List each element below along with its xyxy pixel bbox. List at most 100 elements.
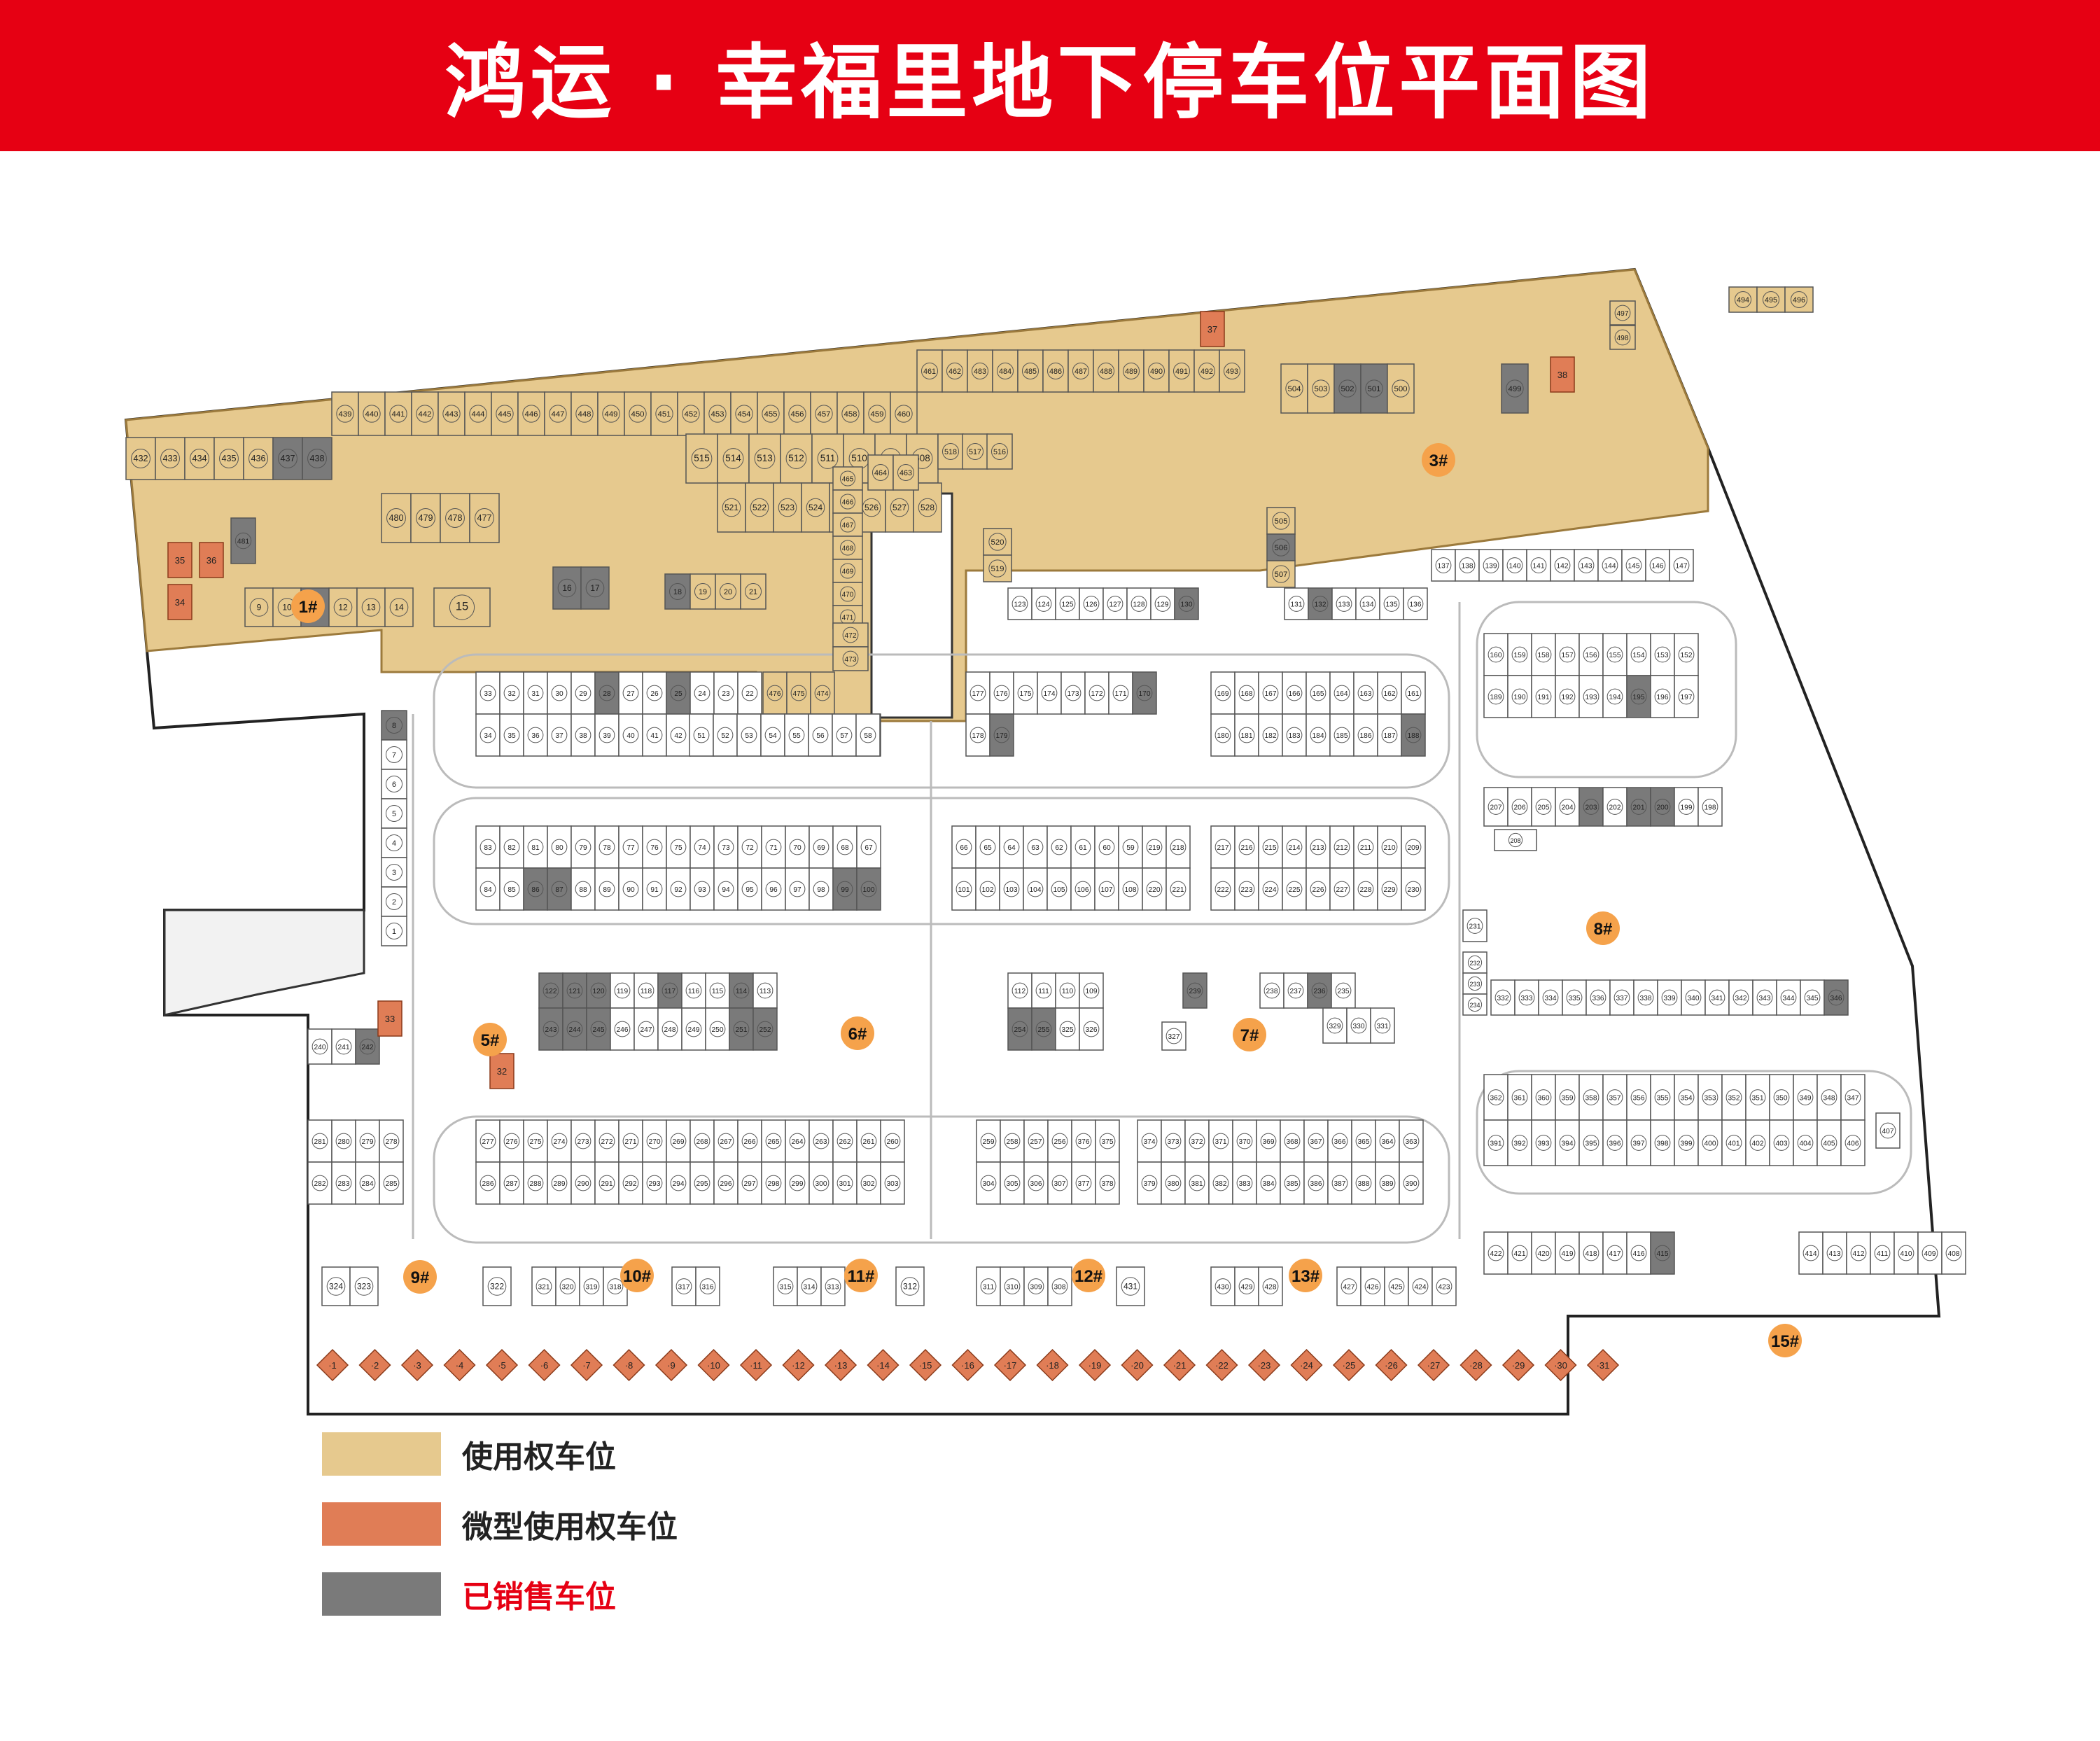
parking-spot-119[interactable]: 119 xyxy=(610,972,635,1009)
parking-spot-414[interactable]: 414 xyxy=(1798,1231,1823,1275)
parking-spot-63[interactable]: 63 xyxy=(1023,825,1048,869)
parking-spot-173[interactable]: 173 xyxy=(1060,671,1086,715)
parking-spot-345[interactable]: 345 xyxy=(1800,979,1825,1016)
parking-spot-249[interactable]: 249 xyxy=(681,1007,706,1051)
parking-spot-184[interactable]: 184 xyxy=(1306,713,1331,757)
parking-spot-338[interactable]: 338 xyxy=(1633,979,1658,1016)
micro-spot-13[interactable]: ·13 xyxy=(824,1348,858,1382)
parking-spot-160[interactable]: 160 xyxy=(1483,633,1508,676)
parking-spot-399[interactable]: 399 xyxy=(1674,1119,1699,1166)
parking-spot-424[interactable]: 424 xyxy=(1408,1266,1433,1306)
parking-spot-298[interactable]: 298 xyxy=(761,1161,786,1205)
parking-spot-398[interactable]: 398 xyxy=(1650,1119,1675,1166)
parking-spot-429[interactable]: 429 xyxy=(1234,1266,1259,1306)
parking-spot-215[interactable]: 215 xyxy=(1258,825,1283,869)
parking-spot-254[interactable]: 254 xyxy=(1007,1007,1032,1051)
parking-spot-248[interactable]: 248 xyxy=(657,1007,682,1051)
parking-spot-234[interactable]: 234 xyxy=(1462,993,1488,1016)
parking-spot-257[interactable]: 257 xyxy=(1023,1119,1049,1163)
parking-spot-296[interactable]: 296 xyxy=(713,1161,738,1205)
parking-spot-157[interactable]: 157 xyxy=(1555,633,1580,676)
parking-spot-394[interactable]: 394 xyxy=(1555,1119,1580,1166)
parking-spot-166[interactable]: 166 xyxy=(1282,671,1307,715)
parking-spot-274[interactable]: 274 xyxy=(547,1119,572,1163)
parking-spot-335[interactable]: 335 xyxy=(1562,979,1587,1016)
parking-spot-200[interactable]: 200 xyxy=(1650,787,1675,827)
parking-spot-331[interactable]: 331 xyxy=(1370,1007,1395,1044)
parking-spot-489[interactable]: 489 xyxy=(1118,349,1144,393)
parking-spot-164[interactable]: 164 xyxy=(1329,671,1354,715)
parking-spot-309[interactable]: 309 xyxy=(1023,1266,1049,1306)
parking-spot-512[interactable]: 512 xyxy=(780,433,813,484)
parking-spot-334[interactable]: 334 xyxy=(1538,979,1563,1016)
parking-spot-112[interactable]: 112 xyxy=(1007,972,1032,1009)
parking-spot-474[interactable]: 474 xyxy=(810,671,835,715)
micro-spot-2[interactable]: ·2 xyxy=(358,1348,391,1382)
parking-spot-81[interactable]: 81 xyxy=(523,825,548,869)
micro-spot-29[interactable]: ·29 xyxy=(1502,1348,1535,1382)
parking-spot-287[interactable]: 287 xyxy=(499,1161,524,1205)
parking-spot-443[interactable]: 443 xyxy=(438,391,465,436)
parking-spot-195[interactable]: 195 xyxy=(1626,675,1651,718)
parking-spot-314[interactable]: 314 xyxy=(797,1266,822,1306)
parking-spot-495[interactable]: 495 xyxy=(1756,286,1786,313)
parking-spot-519[interactable]: 519 xyxy=(983,554,1012,582)
parking-spot-450[interactable]: 450 xyxy=(624,391,652,436)
parking-spot-479[interactable]: 479 xyxy=(410,493,441,543)
micro-spot-9[interactable]: ·9 xyxy=(654,1348,688,1382)
parking-spot-427[interactable]: 427 xyxy=(1336,1266,1362,1306)
parking-spot-182[interactable]: 182 xyxy=(1258,713,1283,757)
parking-spot-426[interactable]: 426 xyxy=(1360,1266,1385,1306)
parking-spot-53[interactable]: 53 xyxy=(736,713,762,757)
parking-spot-507[interactable]: 507 xyxy=(1266,560,1296,588)
parking-spot-214[interactable]: 214 xyxy=(1282,825,1307,869)
parking-spot-41[interactable]: 41 xyxy=(642,713,667,757)
parking-spot-51[interactable]: 51 xyxy=(689,713,714,757)
parking-spot-142[interactable]: 142 xyxy=(1550,549,1575,582)
parking-spot-100[interactable]: 100 xyxy=(856,867,881,911)
parking-spot-437[interactable]: 437 xyxy=(272,437,303,480)
parking-spot-250[interactable]: 250 xyxy=(705,1007,730,1051)
parking-spot-28[interactable]: 28 xyxy=(594,671,620,715)
parking-spot-366[interactable]: 366 xyxy=(1327,1119,1352,1163)
parking-spot-172[interactable]: 172 xyxy=(1084,671,1110,715)
parking-spot-404[interactable]: 404 xyxy=(1793,1119,1818,1166)
parking-spot-261[interactable]: 261 xyxy=(856,1119,881,1163)
parking-spot-364[interactable]: 364 xyxy=(1375,1119,1400,1163)
parking-spot-90[interactable]: 90 xyxy=(618,867,643,911)
parking-spot-131[interactable]: 131 xyxy=(1284,587,1309,620)
parking-spot-385[interactable]: 385 xyxy=(1280,1161,1305,1205)
parking-spot-355[interactable]: 355 xyxy=(1650,1074,1675,1121)
parking-spot-5[interactable]: 5 xyxy=(381,798,407,829)
parking-spot-88[interactable]: 88 xyxy=(570,867,596,911)
parking-spot-223[interactable]: 223 xyxy=(1234,867,1259,911)
parking-spot-137[interactable]: 137 xyxy=(1431,549,1456,582)
parking-spot-317[interactable]: 317 xyxy=(671,1266,696,1306)
parking-spot-344[interactable]: 344 xyxy=(1776,979,1801,1016)
parking-spot-299[interactable]: 299 xyxy=(785,1161,810,1205)
parking-spot-433[interactable]: 433 xyxy=(155,437,186,480)
parking-spot-170[interactable]: 170 xyxy=(1132,671,1157,715)
parking-spot-357[interactable]: 357 xyxy=(1602,1074,1628,1121)
parking-spot-436[interactable]: 436 xyxy=(243,437,274,480)
micro-spot-14[interactable]: ·14 xyxy=(867,1348,899,1382)
parking-spot-361[interactable]: 361 xyxy=(1507,1074,1532,1121)
parking-spot-123[interactable]: 123 xyxy=(1007,587,1032,620)
parking-spot-25[interactable]: 25 xyxy=(666,671,691,715)
parking-spot-320[interactable]: 320 xyxy=(555,1266,580,1306)
parking-spot-269[interactable]: 269 xyxy=(666,1119,691,1163)
parking-spot-418[interactable]: 418 xyxy=(1578,1231,1604,1275)
parking-spot-316[interactable]: 316 xyxy=(695,1266,720,1306)
parking-spot-246[interactable]: 246 xyxy=(610,1007,635,1051)
parking-spot-236[interactable]: 236 xyxy=(1307,972,1332,1009)
parking-spot-409[interactable]: 409 xyxy=(1917,1231,1942,1275)
parking-spot-421[interactable]: 421 xyxy=(1507,1231,1532,1275)
parking-spot-506[interactable]: 506 xyxy=(1266,533,1296,561)
parking-spot-430[interactable]: 430 xyxy=(1210,1266,1236,1306)
parking-spot-493[interactable]: 493 xyxy=(1219,349,1245,393)
parking-spot-74[interactable]: 74 xyxy=(690,825,715,869)
parking-spot-303[interactable]: 303 xyxy=(880,1161,905,1205)
parking-spot-285[interactable]: 285 xyxy=(379,1161,404,1205)
micro-spot-17[interactable]: ·17 xyxy=(993,1348,1027,1382)
parking-spot-327[interactable]: 327 xyxy=(1161,1021,1186,1051)
